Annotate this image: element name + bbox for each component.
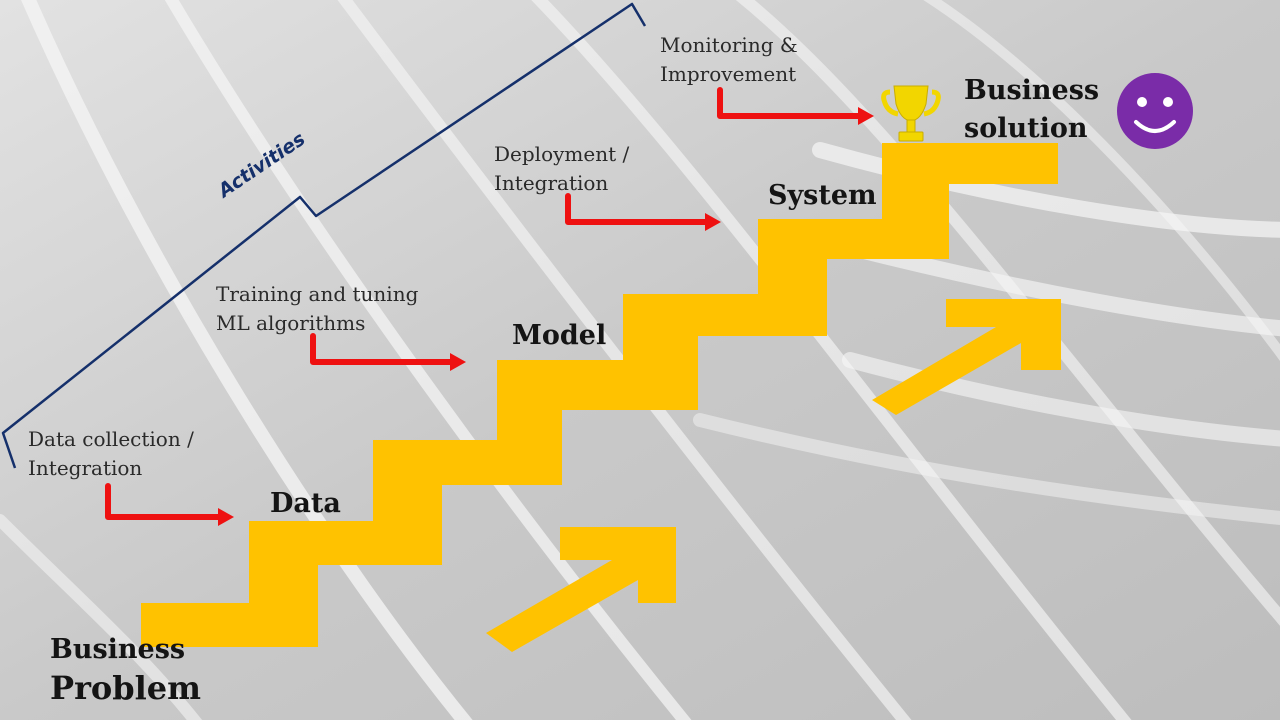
- red-elbow-arrow-icon: [565, 193, 721, 231]
- activity-line: Data collection /: [28, 427, 194, 451]
- goal-label-line: Business: [964, 75, 1100, 106]
- trophy-icon: [881, 85, 941, 142]
- stage-title-data: Data: [270, 488, 341, 519]
- start-label-line: Problem: [50, 669, 202, 707]
- goal-label-business-solution: Business solution: [964, 72, 1099, 148]
- start-label-line: Business: [50, 634, 186, 665]
- activity-line: ML algorithms: [216, 311, 366, 335]
- red-elbow-arrow-icon: [105, 483, 234, 526]
- activity-label-monitoring: Monitoring & Improvement: [660, 31, 798, 89]
- up-right-arrow-icon: [486, 527, 676, 652]
- activities-bracket: [1, 2, 647, 469]
- activity-label-data-collection: Data collection / Integration: [28, 425, 194, 483]
- start-label-business-problem: Business Problem: [50, 634, 201, 710]
- goal-label-line: solution: [964, 113, 1088, 144]
- activity-line: Training and tuning: [216, 282, 419, 306]
- activity-line: Monitoring &: [660, 33, 798, 57]
- smiley-icon: [1117, 73, 1193, 149]
- activity-line: Integration: [28, 456, 143, 480]
- red-elbow-arrow-icon: [310, 333, 466, 371]
- stage-title-system: System: [768, 180, 877, 211]
- activity-label-training: Training and tuning ML algorithms: [216, 280, 418, 338]
- up-right-arrow-icon: [872, 299, 1061, 415]
- activity-line: Deployment /: [494, 142, 630, 166]
- activity-line: Integration: [494, 171, 609, 195]
- activity-line: Improvement: [660, 62, 797, 86]
- activity-label-deployment: Deployment / Integration: [494, 140, 629, 198]
- stage-title-model: Model: [512, 320, 607, 351]
- staircase: [141, 143, 1058, 647]
- red-elbow-arrow-icon: [717, 87, 874, 125]
